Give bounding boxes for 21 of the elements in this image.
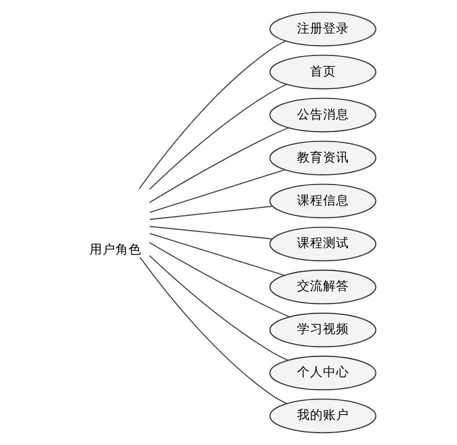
connector (150, 232, 285, 276)
connector (149, 255, 288, 361)
node-text: 用户角色 (89, 242, 142, 257)
connector (150, 206, 272, 220)
node-ellipse: 交流解答 (269, 270, 376, 304)
node-ellipse: 学习视频 (269, 312, 376, 348)
node-ellipse: 教育资讯 (269, 140, 376, 176)
connector (150, 169, 285, 213)
node-ellipse: 首页 (269, 54, 376, 90)
node-ellipse: 个人中心 (269, 356, 376, 390)
connector (138, 40, 286, 190)
node-ellipse: 课程测试 (269, 226, 376, 262)
connector (140, 256, 287, 404)
node-ellipse: 注册登录 (269, 12, 376, 46)
connector (150, 226, 272, 240)
node-ellipse: 课程信息 (269, 184, 376, 218)
connector (149, 242, 290, 318)
node-ellipse: 公告消息 (269, 98, 376, 132)
node-ellipse: 我的账户 (269, 398, 376, 434)
connector (149, 127, 288, 203)
connector (149, 84, 287, 190)
